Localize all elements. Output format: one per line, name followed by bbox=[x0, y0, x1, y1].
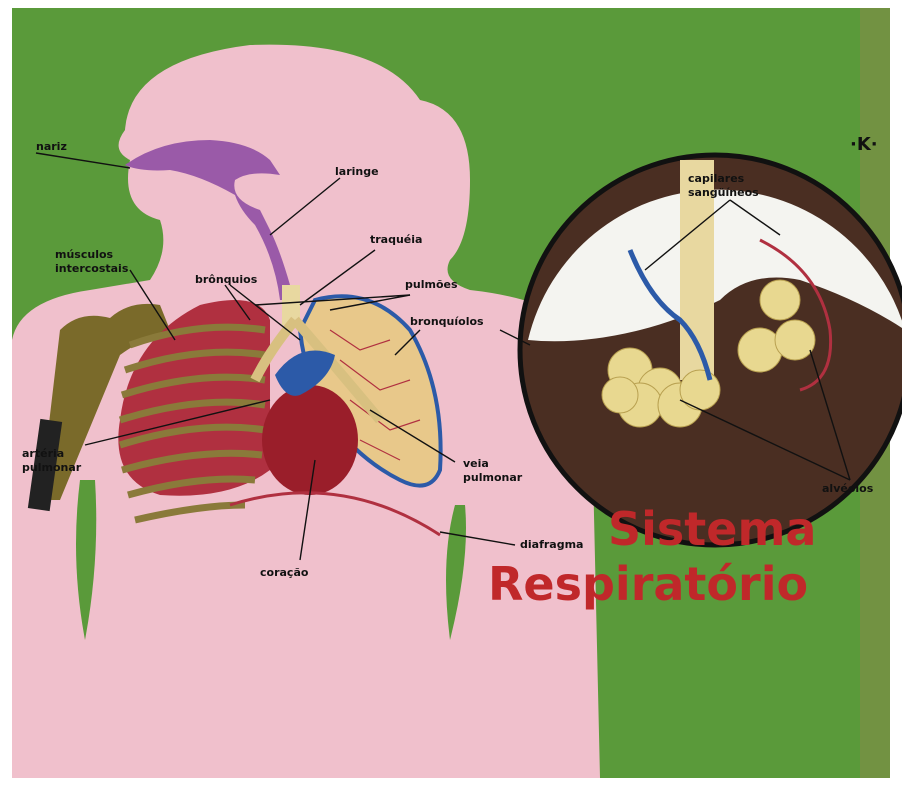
label-alveolos: alvéolos bbox=[822, 482, 874, 495]
label-laringe: laringe bbox=[335, 165, 379, 178]
label-veia: veia bbox=[463, 457, 489, 470]
label-diafragma: diafragma bbox=[520, 538, 583, 551]
heart bbox=[262, 385, 358, 495]
label-bronquios: brônquios bbox=[195, 273, 258, 286]
label-veia-pulmonar: pulmonar bbox=[463, 471, 523, 484]
title-line-1: Sistema bbox=[608, 502, 816, 556]
label-bronquiolos: bronquíolos bbox=[410, 315, 484, 328]
title-line-2: Respiratório bbox=[488, 557, 808, 611]
label-sanguineos: sangüíneos bbox=[688, 186, 759, 199]
label-intercostais: intercostais bbox=[55, 262, 129, 275]
logo-k: ·K· bbox=[850, 134, 878, 155]
label-arteria: artéria bbox=[22, 447, 64, 460]
label-capilares: capilares bbox=[688, 172, 745, 185]
label-arteria-pulmonar: pulmonar bbox=[22, 461, 82, 474]
label-nariz: nariz bbox=[36, 140, 67, 153]
label-pulmoes: pulmões bbox=[405, 278, 458, 291]
label-traqueia: traquéia bbox=[370, 233, 422, 246]
label-coracao: coração bbox=[260, 566, 309, 579]
label-musculos: músculos bbox=[55, 248, 114, 261]
